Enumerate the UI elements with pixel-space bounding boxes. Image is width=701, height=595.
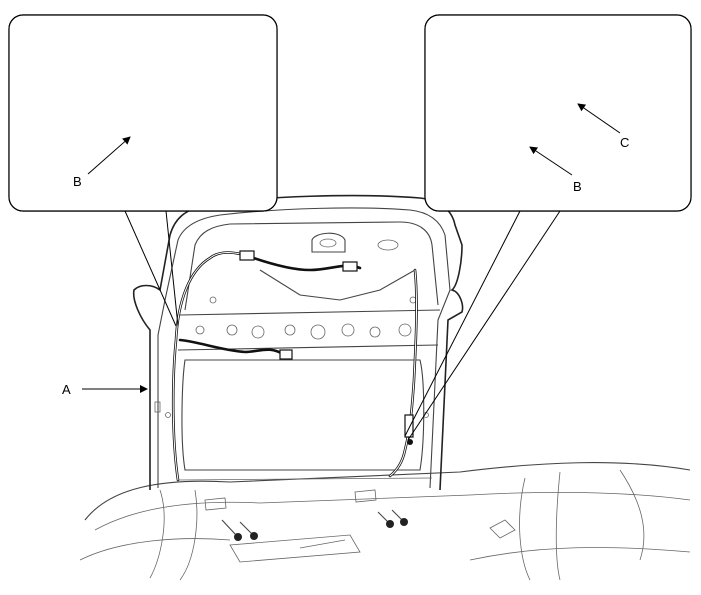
label-b-right-callout: B [529, 146, 582, 194]
tailgate-inner-panel [132, 194, 464, 491]
lock-striker [489, 519, 516, 539]
detail-inset-right [424, 14, 692, 212]
detail-inset-left [8, 14, 278, 212]
bolt-group-left [204, 497, 258, 541]
inset-connector-lines-right [404, 210, 561, 441]
bolt-group-right [354, 489, 408, 528]
label-b-left-callout: B [73, 136, 131, 189]
label-b-right: B [573, 179, 582, 194]
label-c: C [620, 135, 629, 150]
label-a: A [62, 382, 71, 397]
label-a-callout: A [62, 382, 148, 397]
rear-body-panel [79, 462, 691, 581]
inset-connector-lines-left [124, 210, 179, 327]
label-c-callout: C [577, 103, 629, 150]
label-b-left: B [73, 174, 82, 189]
wiring-harness-main [171, 250, 418, 482]
